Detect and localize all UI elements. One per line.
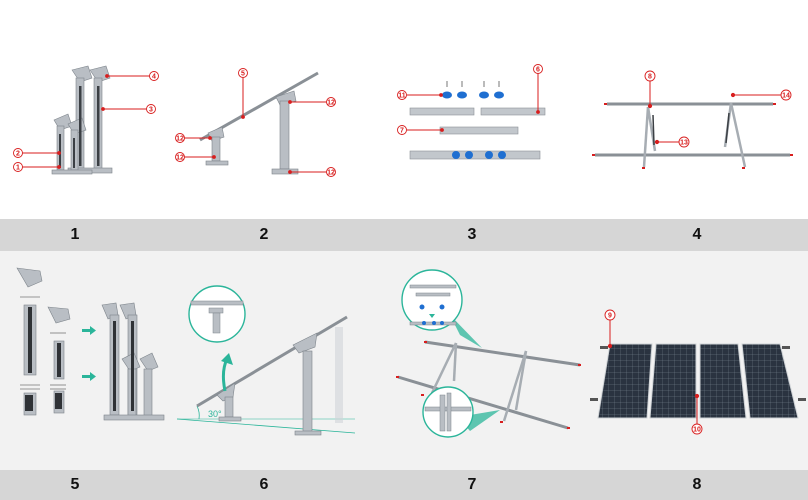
- callout-label: 1: [16, 165, 20, 172]
- callout-label: 8: [648, 74, 652, 81]
- callout-label: 2: [16, 151, 20, 158]
- callout-label: 13: [680, 140, 688, 147]
- step-label-bar-top: 1 2 3 4: [0, 219, 808, 251]
- top-diagram-row: 4 3 2 1: [0, 0, 808, 218]
- step-number: 8: [692, 476, 702, 493]
- rail-install-illustration: [396, 269, 581, 438]
- exploded-stands-illustration: [16, 267, 165, 421]
- callout-label: 11: [398, 93, 406, 100]
- callout-label: 7: [400, 128, 404, 135]
- tilt-frame-illustration: 30°: [176, 285, 356, 436]
- arrow-up-icon: [221, 353, 233, 392]
- callout-label: 9: [608, 313, 612, 320]
- bottom-diagram-row: 30°: [0, 251, 808, 470]
- solar-panels-illustration: 9 10: [590, 309, 806, 435]
- step-number: 7: [467, 476, 477, 493]
- callout-label: 5: [241, 71, 245, 78]
- step-7-diagram: [390, 265, 590, 455]
- step-6-diagram: 30°: [175, 271, 375, 451]
- step-label-bar-bottom: 5 6 7 8: [0, 470, 808, 500]
- step-2-diagram: 5 12 12 12 12: [170, 65, 370, 185]
- callout-label: 6: [536, 67, 540, 74]
- step-number: 6: [259, 476, 269, 493]
- arrow-right-icon: [82, 326, 96, 381]
- detail-inset-top: [401, 269, 463, 331]
- step-3-diagram: 11 6 7: [385, 62, 555, 172]
- frame-front-illustration: 8 14 13: [592, 70, 793, 169]
- callout-label: 10: [693, 427, 701, 434]
- callout-label: 14: [782, 93, 790, 100]
- callout-label: 12: [176, 136, 184, 143]
- step-5-diagram: [10, 263, 170, 433]
- callout-label: 12: [327, 170, 335, 177]
- frame-side-illustration: 5 12 12 12 12: [175, 68, 336, 177]
- angle-label: 30°: [208, 409, 222, 419]
- step-number: 2: [259, 226, 269, 243]
- step-8-diagram: 9 10: [590, 306, 808, 456]
- callout-label: 12: [176, 155, 184, 162]
- callout-label: 4: [152, 74, 156, 81]
- step-number: 1: [70, 226, 80, 243]
- rails-fasteners-illustration: 11 6 7: [397, 64, 546, 160]
- callout-label: 12: [327, 100, 335, 107]
- stand-parts-illustration: 4 3 2 1: [13, 65, 159, 175]
- step-number: 3: [467, 226, 477, 243]
- step-number: 5: [70, 476, 80, 493]
- callout-label: 3: [149, 107, 153, 114]
- step-number: 4: [692, 226, 702, 243]
- step-4-diagram: 8 14 13: [585, 65, 800, 175]
- step-1-diagram: 4 3 2 1: [10, 60, 180, 185]
